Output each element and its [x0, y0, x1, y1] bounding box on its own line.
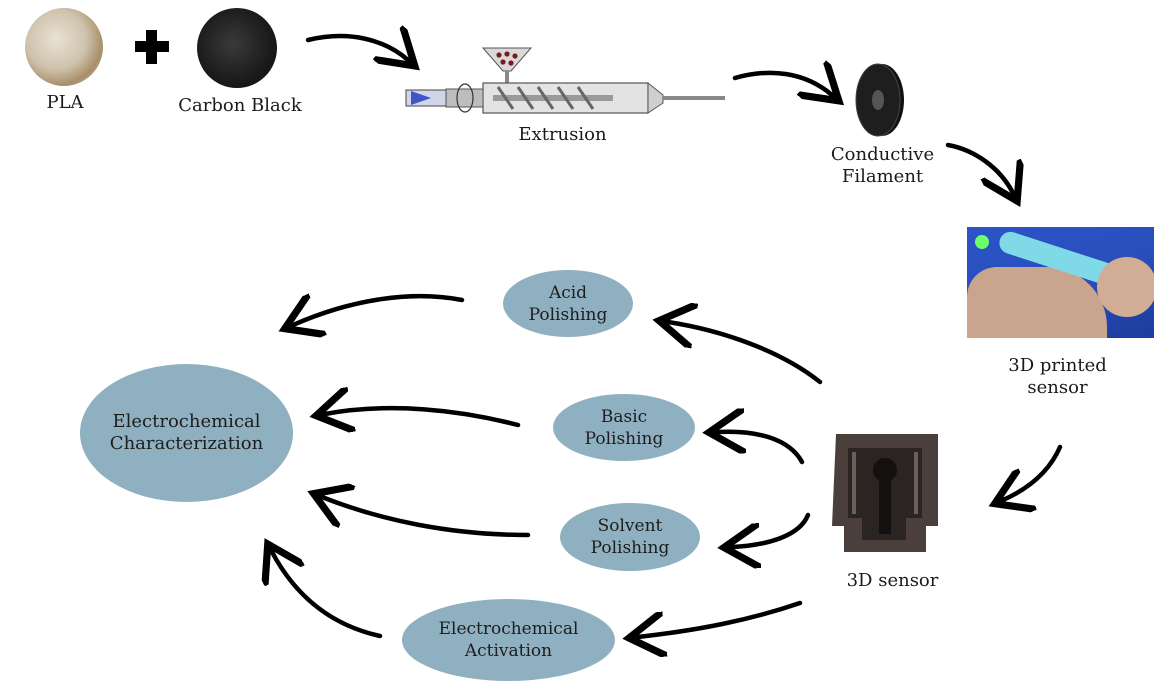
filament-spool-icon [850, 60, 910, 140]
printed-sensor-label: 3D printed sensor [1008, 355, 1107, 398]
arrow-basic-to-characterization [325, 408, 521, 425]
arrow-sensor-to-activation [638, 600, 803, 637]
basic-polishing-node: Basic Polishing [553, 394, 695, 461]
arrow-acid-to-characterization [293, 296, 465, 325]
pla-image [25, 8, 103, 86]
carbon-black-image [197, 8, 277, 88]
pla-label: PLA [46, 92, 84, 113]
sensor-photo [830, 428, 944, 558]
electrochemical-activation-label: Electrochemical Activation [438, 619, 579, 661]
arrow-sensor-to-basic [718, 432, 805, 465]
solvent-polishing-node: Solvent Polishing [560, 503, 700, 571]
arrow-printed-to-sensor [1003, 444, 1063, 500]
arrow-activation-to-characterization [272, 552, 383, 639]
printing-photo [967, 227, 1154, 338]
arrow-sensor-to-solvent [733, 512, 811, 547]
acid-polishing-label: Acid Polishing [528, 282, 608, 325]
characterization-node: Electrochemical Characterization [80, 364, 293, 502]
carbon-black-label: Carbon Black [178, 95, 302, 116]
extruder-icon [405, 47, 725, 114]
arrow-inputs-to-extrusion [305, 36, 408, 60]
solvent-polishing-label: Solvent Polishing [590, 516, 670, 558]
basic-polishing-label: Basic Polishing [584, 406, 664, 449]
plus-icon [135, 30, 169, 64]
extrusion-label: Extrusion [518, 124, 607, 145]
sensor-label: 3D sensor [846, 570, 939, 591]
electrochemical-activation-node: Electrochemical Activation [402, 599, 615, 681]
acid-polishing-node: Acid Polishing [503, 270, 633, 337]
arrow-solvent-to-characterization [322, 497, 531, 538]
characterization-label: Electrochemical Characterization [109, 411, 264, 454]
arrow-filament-to-printed [945, 142, 1013, 193]
filament-label: Conductive Filament [830, 144, 935, 187]
arrow-sensor-to-acid [668, 322, 823, 385]
arrow-extrusion-to-filament [732, 73, 832, 95]
